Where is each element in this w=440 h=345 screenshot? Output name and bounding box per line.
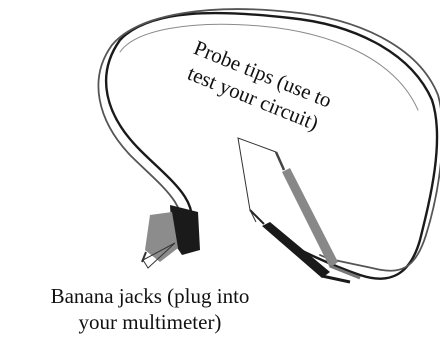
banana-jacks-label-line2: your multimeter) <box>78 310 222 334</box>
black-lead-cable <box>105 11 439 280</box>
banana-jack-black <box>170 205 200 255</box>
probe-red-end <box>329 264 361 280</box>
banana-jacks-label: Banana jacks (plug into your multimeter) <box>0 283 300 335</box>
banana-jack-pin <box>141 251 147 263</box>
lead-cable-strand <box>119 23 419 111</box>
probe-pointer-line <box>237 137 277 223</box>
red-lead-cable <box>97 8 440 272</box>
probe-tips <box>249 151 361 284</box>
probe-black-handle <box>262 222 330 278</box>
probe-red-tip <box>274 151 286 171</box>
banana-jacks <box>141 205 200 263</box>
banana-jack-red <box>145 212 178 262</box>
banana-pointer-line <box>142 242 176 269</box>
probe-black-end <box>321 274 351 284</box>
banana-jacks-label-line1: Banana jacks (plug into <box>50 284 250 308</box>
probe-red-handle <box>282 168 338 268</box>
probe-black-tip <box>249 209 265 225</box>
